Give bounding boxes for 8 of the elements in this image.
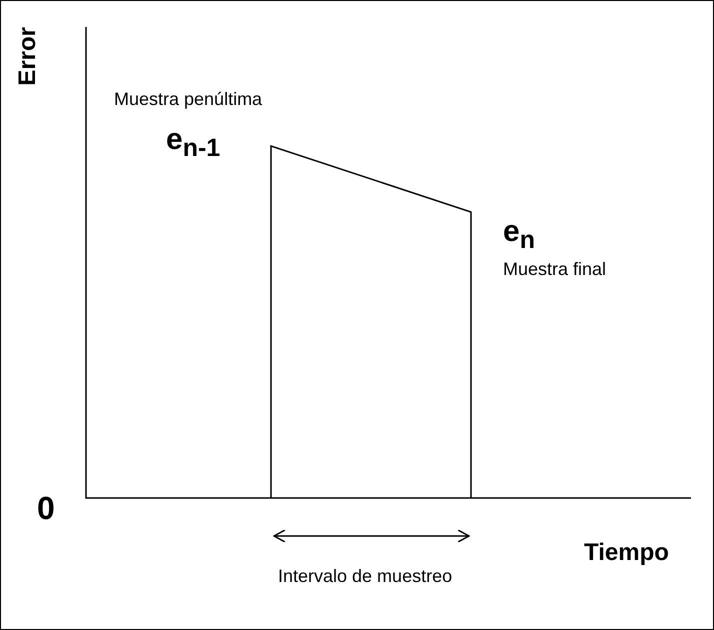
axis-title: Tiempo bbox=[584, 540, 669, 566]
error-symbol: e$_{n}$ bbox=[503, 215, 535, 254]
sample-label: Muestra penúltima bbox=[114, 90, 262, 110]
sample-label: Muestra final bbox=[503, 260, 606, 280]
error-symbol: e$_{n-1}$ bbox=[166, 123, 220, 162]
axis-title: Error bbox=[15, 27, 42, 86]
axis-origin-label: 0 bbox=[37, 491, 55, 526]
interval-label: Intervalo de muestreo bbox=[278, 565, 454, 588]
